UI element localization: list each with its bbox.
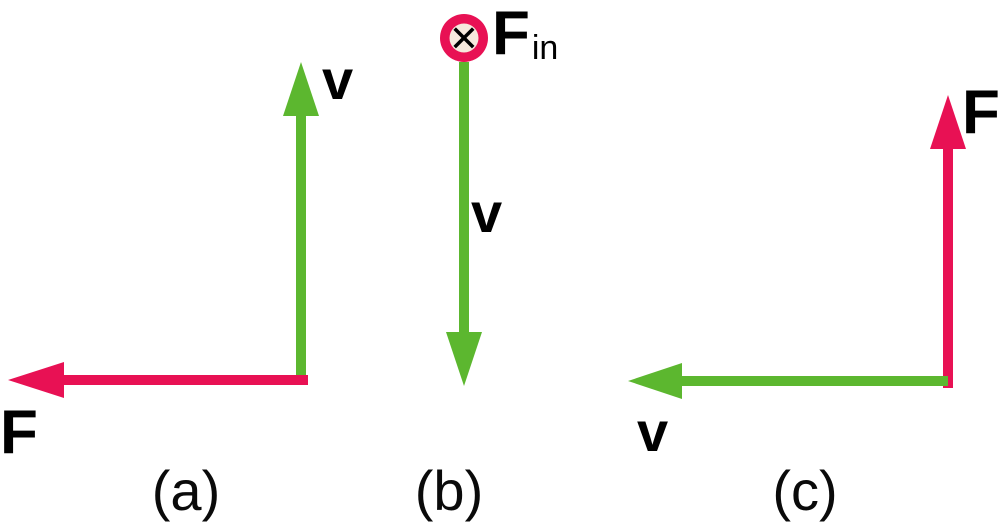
velocity-label-c: v: [637, 400, 669, 463]
panel-b-vectors: ✕: [440, 14, 488, 386]
velocity-arrowhead-a: [283, 62, 319, 116]
panel-a-vectors: [8, 62, 319, 398]
force-subscript-b: in: [531, 29, 559, 67]
force-arrowhead-c: [930, 95, 966, 149]
force-arrowhead-a: [8, 362, 64, 398]
force-into-page-label-b: Fin: [492, 0, 559, 68]
force-label-a: F: [0, 398, 38, 467]
velocity-arrowhead-b: [446, 332, 482, 386]
into-page-symbol-face: [449, 23, 479, 53]
panel-c-vectors: [628, 95, 966, 399]
caption-panel-c: (c): [772, 459, 838, 522]
velocity-arrowhead-c: [628, 363, 682, 399]
force-label-b: F: [492, 0, 530, 68]
into-page-x-mark: ✕: [449, 19, 479, 60]
force-label-c: F: [962, 78, 1000, 147]
caption-panel-a: (a): [151, 459, 221, 522]
caption-panel-b: (b): [414, 459, 484, 522]
velocity-label-b: v: [471, 181, 503, 244]
velocity-label-a: v: [322, 48, 354, 111]
